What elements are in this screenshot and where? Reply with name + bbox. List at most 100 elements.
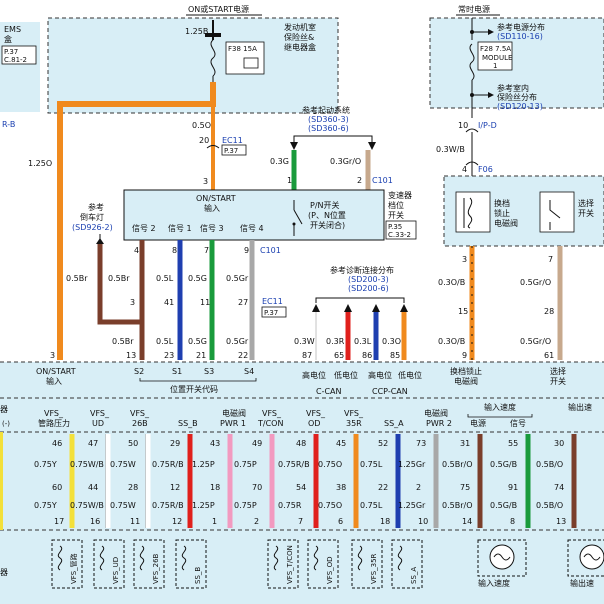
lock-valve-2: 锁止	[494, 208, 510, 218]
bottom-wire-r1: 0.75P	[234, 460, 257, 469]
lock-valve-icon	[455, 191, 491, 233]
engine-fuse-box-3: 继电器盒	[284, 42, 316, 52]
solenoid-label: VFS_OD	[326, 556, 334, 584]
tcm-s3: S3	[204, 367, 214, 376]
bottom-pin-r2: 75	[460, 483, 470, 492]
solenoid-label: VFS_26B	[152, 553, 160, 584]
solenoid-box	[93, 539, 125, 589]
ref-indoor-fuse-1: 参考室内	[497, 83, 529, 93]
bottom-wire-r2: 1.25P	[192, 501, 215, 510]
bottom-pin-r1: 43	[210, 439, 220, 448]
solenoid-box	[307, 539, 339, 589]
ref-reverse-3: (SD926-2)	[72, 223, 113, 232]
input-speed-label: 输入速度	[478, 578, 510, 588]
ref-start-3: (SD360-6)	[308, 124, 349, 133]
bottom-pin-r3: 1	[212, 517, 217, 526]
right-wire-b-1: 0.3O/B	[438, 337, 465, 346]
ip-d-label: I/P-D	[478, 121, 497, 130]
p37-label: P.37	[224, 147, 238, 155]
always-power-label: 常时电源	[458, 4, 490, 14]
fuse-f28-1: F28 7.5A	[480, 45, 511, 53]
ems-ref: R-B	[2, 120, 15, 129]
signal-4: 信号 4	[240, 223, 264, 233]
coil-icon	[99, 545, 105, 571]
fuse-f38-label: F38 15A	[228, 45, 257, 53]
pin-4: 4	[462, 165, 467, 174]
ref-indoor-fuse-3: (SD120-13)	[497, 102, 543, 111]
tcm-s2: S2	[134, 367, 144, 376]
on-start-power-label: ON或START电源	[188, 4, 249, 14]
wire-top-3: 0.5G	[188, 274, 207, 283]
coil-icon	[357, 545, 363, 571]
tcm-on-start-2: 输入	[46, 376, 62, 386]
bottom-wire-r2: 1.25Gr	[398, 501, 426, 510]
ec11-b-label: EC11	[262, 297, 283, 306]
tcm-lock-1: 换档锁止	[450, 366, 482, 376]
bottom-pin-r1: 45	[336, 439, 346, 448]
bottom-wire-r1: 0.5B/O	[536, 460, 563, 469]
bottom-wire-r1: 0.5Br/O	[442, 460, 473, 469]
bottom-pin-r1: 55	[508, 439, 518, 448]
can1-low: 低电位	[334, 370, 358, 380]
bottom-wire-r2: 0.5Br/O	[442, 501, 473, 510]
hdr-20: 电源	[470, 418, 486, 428]
right-wire-2: 0.5Gr/O	[520, 278, 551, 287]
bottom-pin-r1: 52	[378, 439, 388, 448]
bottom-wire-r2: 0.75L	[360, 501, 383, 510]
engine-fuse-box-1: 发动机室	[284, 22, 316, 32]
wire-top-4: 0.5Gr	[226, 274, 249, 283]
bottom-pin-r3: 8	[510, 517, 515, 526]
fuse-f28	[477, 41, 513, 71]
hdr-10: VFS_	[262, 409, 282, 418]
bottom-pin-r3: 16	[90, 517, 100, 526]
wire-125o-label: 1.25O	[28, 159, 52, 168]
sig-pin-bot-2: 23	[164, 351, 174, 360]
bottom-pin-r2: 60	[52, 483, 62, 492]
ref-start-1: 参考起动系统	[302, 105, 350, 115]
bottom-wire-r2: 0.75Y	[34, 501, 57, 510]
fuse-f28-2: MODULE	[482, 54, 512, 62]
wire-bot-2: 0.5L	[156, 337, 174, 346]
bottom-wire-r2: 0.75O	[318, 501, 342, 510]
bottom-pin-r1: 46	[52, 439, 62, 448]
ems-box-bg	[0, 22, 40, 112]
trans-pin-1: P.35	[388, 223, 402, 231]
hdr-19: 输入速度	[484, 402, 516, 412]
wire-03g-label: 0.3G	[270, 157, 289, 166]
sig-pin-bot-3: 21	[196, 351, 206, 360]
bottom-wire-r1: 0.75R/B	[152, 460, 184, 469]
hdr-4: UD	[92, 419, 104, 428]
trans-switch-1: 变速器	[388, 190, 412, 200]
bottom-pin-r2: 38	[336, 483, 346, 492]
solenoid-box	[175, 539, 207, 589]
bottom-wire-r2: 0.75R	[278, 501, 302, 510]
can-pin-1: 87	[302, 351, 312, 360]
right-pin-top-2: 7	[548, 255, 553, 264]
indoor-fuse-box	[429, 17, 604, 109]
tcm-on-start-1: ON/START	[36, 367, 76, 376]
bottom-pin-r3: 17	[54, 517, 64, 526]
right-pin-bot-2: 61	[544, 351, 554, 360]
ems-pin-2: C.81-2	[4, 56, 27, 64]
solenoid-label: VFS_管路	[69, 553, 78, 584]
hdr-6: 26B	[132, 419, 148, 428]
right-pin-mid-2: 28	[544, 307, 554, 316]
bottom-pin-r2: 91	[508, 483, 518, 492]
bottom-pin-r3: 7	[298, 517, 303, 526]
signal-3: 信号 3	[200, 223, 224, 233]
ref-indoor-fuse-2: 保险丝分布	[497, 92, 537, 102]
hdr-7: SS_B	[178, 419, 198, 428]
hdr-14: VFS_	[344, 409, 364, 418]
c101-mid: C101	[260, 246, 281, 255]
wire-03wb-label: 0.3W/B	[436, 145, 465, 154]
hdr-12: VFS_	[306, 409, 326, 418]
ref-fuse-dist-2: (SD110-16)	[497, 32, 543, 41]
bottom-wire-r1: 1.25P	[192, 460, 215, 469]
sig-pin-mid-2: 41	[164, 298, 174, 307]
pos-code-label: 位置开关代码	[170, 384, 218, 394]
bottom-pin-r1: 48	[296, 439, 306, 448]
engine-fuse-box-2: 保险丝&	[284, 32, 314, 42]
coil-icon	[313, 545, 319, 571]
left-wire-label: 0.5Br	[66, 274, 88, 283]
